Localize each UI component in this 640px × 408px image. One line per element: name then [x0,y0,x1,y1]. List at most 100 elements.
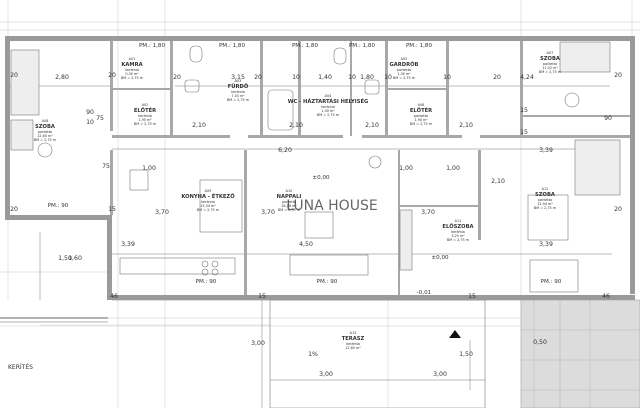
room-height: BM = 2,75 m [447,238,470,242]
dimension-label: 6,20 [278,147,292,154]
room-height: BM = 2,75 m [197,208,220,212]
room-floor: parketta [38,130,52,134]
room-name: ELŐTÉR [134,106,156,114]
dimension-label: 2,80 [55,74,69,81]
room-floor: parketta [538,198,552,202]
dimension-label: 0,50 [533,339,547,346]
room-id: A04 [325,94,332,98]
dimension-label: 15 [468,293,476,300]
level-label: -0,01 [417,290,432,296]
room-name: TERASZ [342,336,365,342]
room-area: 1,00 m² [397,72,411,76]
dimension-label: 2,10 [459,122,473,129]
room-height: BM = 2,75 m [317,113,340,117]
room-name: SZOBA [35,124,55,130]
dimension-label: 10 [348,74,356,81]
parapet-label: PM.: 90 [541,279,562,285]
room-id: A03 [235,79,242,83]
room-name: WC - HÁZTARTÁSI HELYISÉG [288,97,369,105]
dimension-label: 15 [520,107,528,114]
room-name: KONYHA - ÉTKEZŐ [181,192,235,200]
room-floor: parketta [414,114,428,118]
parapet-label: PM.: 90 [317,279,338,285]
room-area: 1,90 m² [414,118,428,122]
room-id: A13 [350,331,357,335]
dimension-label: 20 [254,74,262,81]
room-id: A08 [42,119,49,123]
room-height: BM = 2,75 m [227,98,250,102]
room-area: 3,25 m² [451,234,465,238]
room-height: BM = 2,75 m [539,70,562,74]
dimension-label: 1,50 [58,255,72,262]
room-floor: kerámia [138,114,152,118]
dimension-label: 1,00 [399,165,413,172]
room-name: ELŐTÉR [410,106,432,114]
dimension-label: 10 [443,74,451,81]
dimension-label: 15 [258,293,266,300]
dimension-label: 20 [614,206,622,213]
room-area: 12,60 m² [37,134,53,138]
dimension-label: 15 [520,129,528,136]
room-id: A07 [547,51,554,55]
room-floor: kerámia [201,200,215,204]
level-labels: ±0,00 ±0,00 -0,01 [312,175,449,296]
level-label: ±0,00 [431,255,449,261]
watermark: LUNA HOUSE [286,198,377,214]
room-area: 0,00 m² [125,72,139,76]
room-floor: kerámia [125,68,139,72]
dimension-label: 20 [614,72,622,79]
room-area: 7,43 m² [231,94,245,98]
level-label: ±0,00 [312,175,330,181]
room-height: BM = 2,75 m [534,206,557,210]
fixtures [10,41,621,293]
dimension-label: 2,10 [365,122,379,129]
dimension-label: 90 [86,109,94,116]
parapet-label: PM.: 1,80 [406,43,433,49]
room-id: A09 [205,189,212,193]
room-height: BM = 2,75 m [410,122,433,126]
parapet-label: PM.: 90 [48,203,69,209]
dimension-label: 2,10 [491,178,505,185]
room-floor: kerámia [321,105,335,109]
dimension-label: 1,50 [459,351,473,358]
dimension-label: 10 [292,74,300,81]
room-floor: kerámia [231,90,245,94]
room-name: FÜRDŐ [228,83,249,90]
parapet-label: PM.: 1,80 [219,43,246,49]
dimension-label: 20 [493,74,501,81]
dimension-label: 1,60 [68,255,82,262]
room-id: A11 [455,219,462,223]
parapet-label: PM.: 1,80 [349,43,376,49]
room-id: A01 [129,57,136,61]
fence-label: KERÍTÉS [8,363,33,371]
dimension-label: 1,40 [318,74,332,81]
dimension-label: 1% [308,351,318,358]
dimension-label: 3,39 [539,241,553,248]
room-area: 1,95 m² [138,118,152,122]
room-height: BM = 2,75 m [121,76,144,80]
dimension-label: 2,10 [192,122,206,129]
room-name: SZOBA [540,56,560,62]
dimension-label: 1,00 [446,165,460,172]
room-id: A05 [401,57,408,61]
dimension-label: 15 [108,206,116,213]
room-floor: parketta [543,62,557,66]
dimension-label: 2,10 [289,122,303,129]
dimension-label: 20 [108,72,116,79]
room-area: 1,00 m² [321,109,335,113]
room-id: A06 [418,103,425,107]
room-name: KAMRA [121,62,142,68]
